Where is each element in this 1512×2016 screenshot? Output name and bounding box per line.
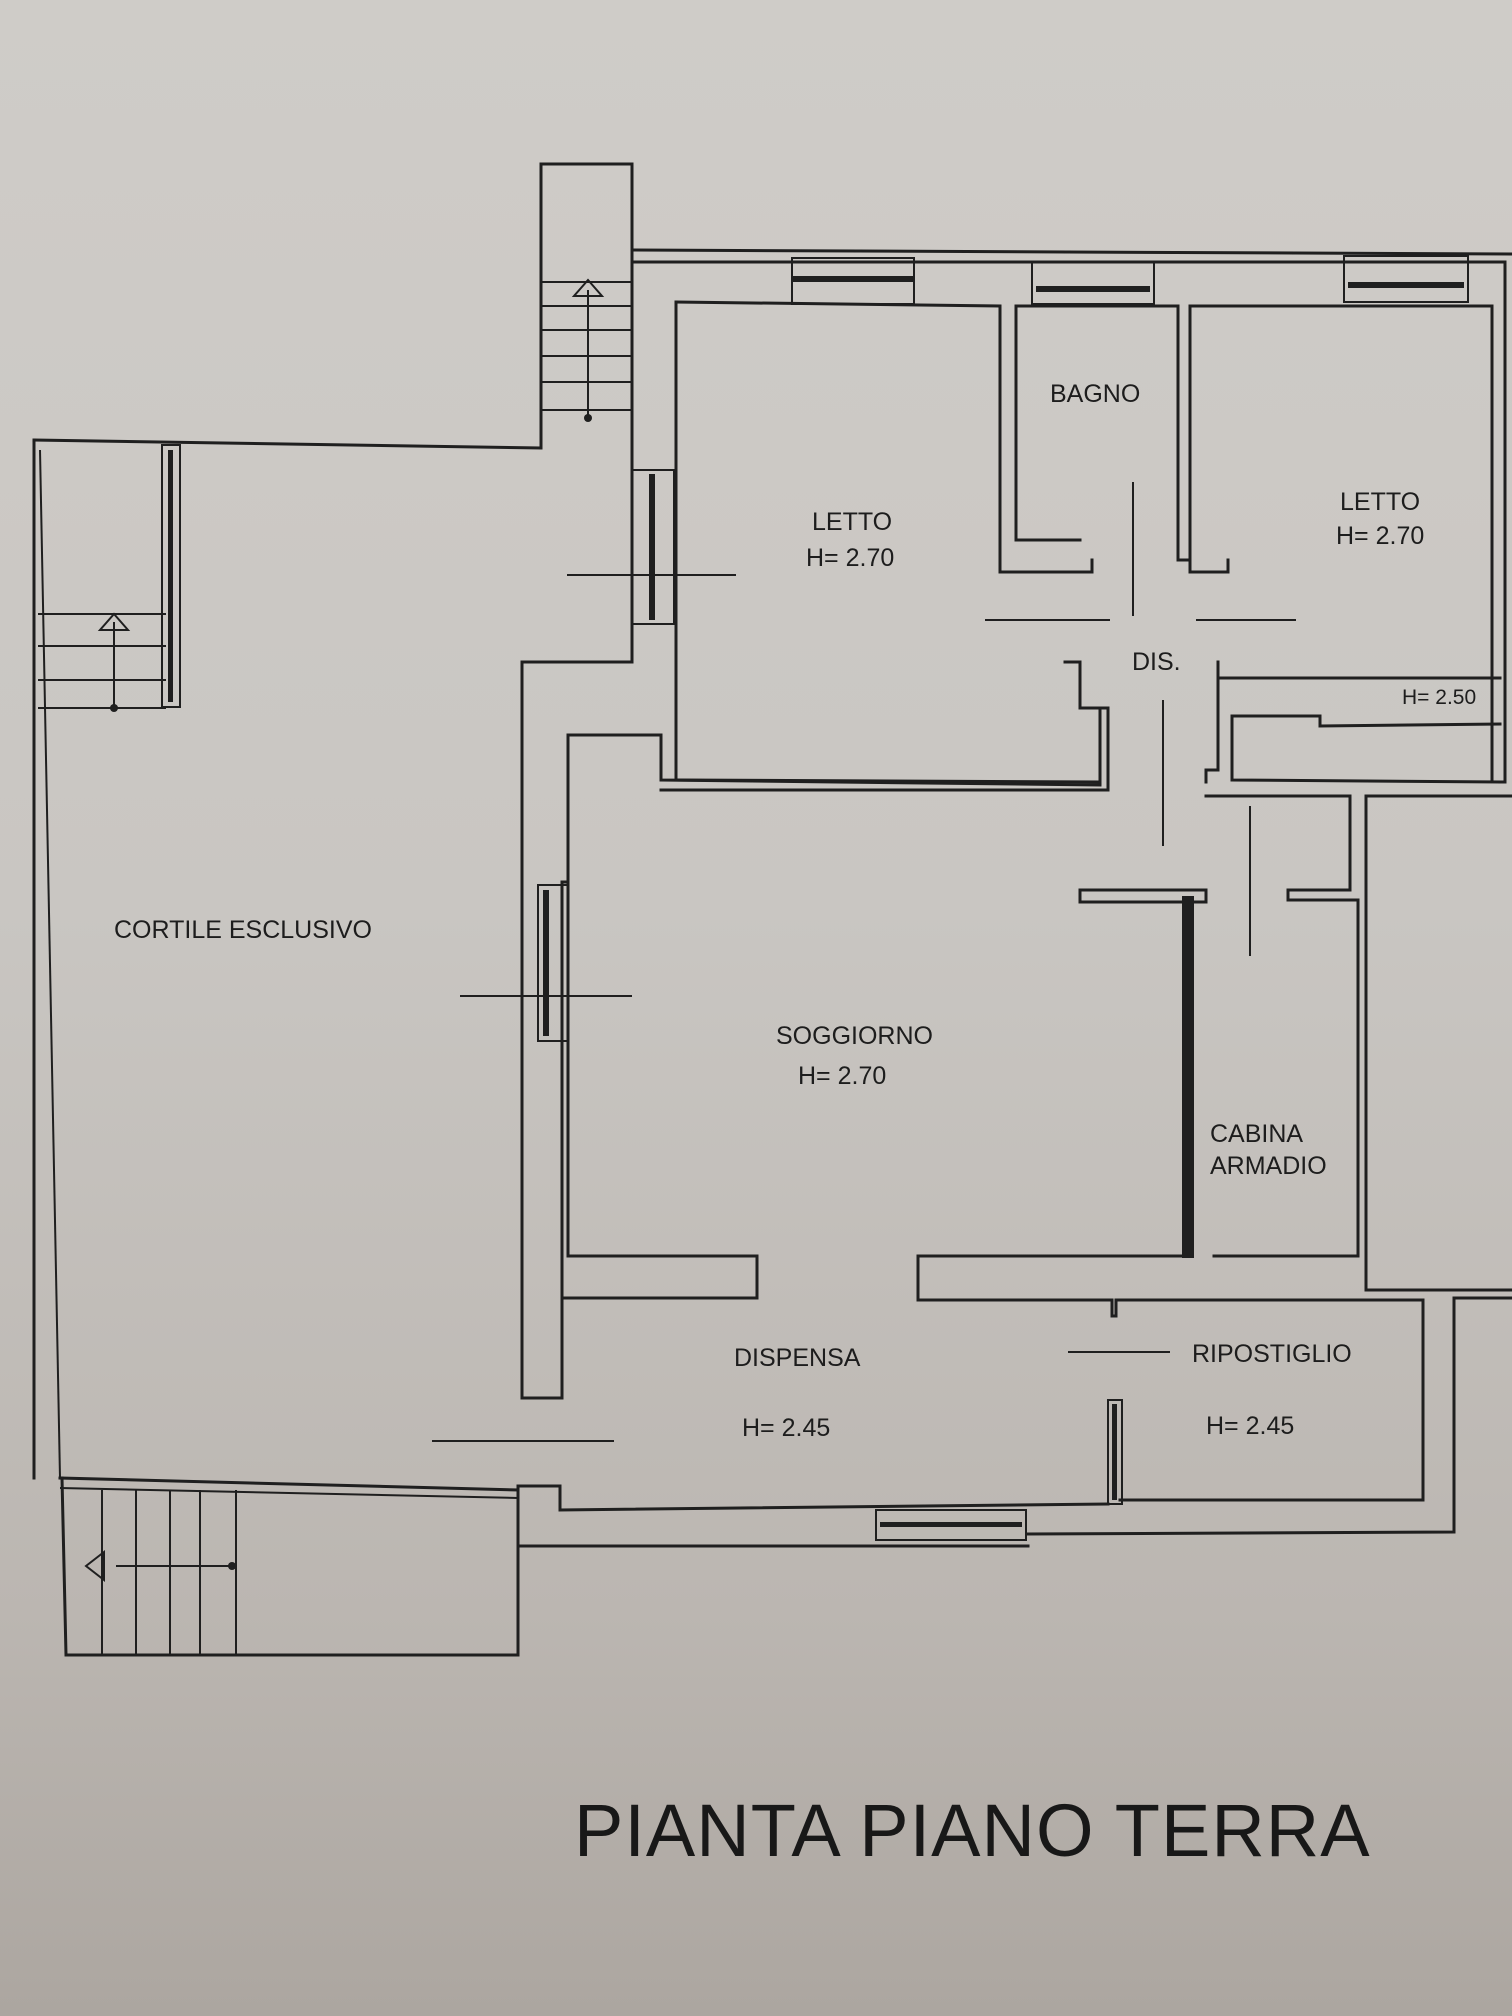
window-icon (1343, 255, 1469, 303)
stairs-arrow-icon (84, 1549, 105, 1583)
height-soggiorno: H= 2.70 (798, 1062, 886, 1090)
stairs-top (541, 278, 632, 422)
label-letto-left: LETTO (812, 508, 892, 536)
label-bagno: BAGNO (1050, 380, 1140, 408)
label-cortile: CORTILE ESCLUSIVO (114, 916, 372, 944)
label-cabina-line1: CABINA (1210, 1120, 1303, 1148)
height-letto-right: H= 2.70 (1336, 522, 1424, 550)
window-icon (1031, 261, 1155, 305)
label-letto-right: LETTO (1340, 488, 1420, 516)
drawing-title: PIANTA PIANO TERRA (574, 1789, 1371, 1872)
partitions (432, 482, 1296, 1442)
label-ripostiglio: RIPOSTIGLIO (1192, 1340, 1352, 1368)
height-letto-left: H= 2.70 (806, 544, 894, 572)
label-soggiorno: SOGGIORNO (776, 1022, 933, 1050)
stairs-bottom (84, 1490, 237, 1655)
height-closet-strip: H= 2.50 (1402, 686, 1476, 709)
window-icon (161, 444, 181, 708)
stairs-arrow-icon (571, 278, 605, 297)
label-dispensa: DISPENSA (734, 1344, 861, 1372)
windows (161, 255, 1469, 1541)
window-icon (631, 469, 675, 625)
height-dispensa: H= 2.45 (742, 1414, 830, 1442)
walls (32, 162, 1512, 1657)
window-icon (537, 884, 569, 1042)
label-dis: DIS. (1132, 648, 1181, 676)
window-icon (875, 1509, 1027, 1541)
room-labels: CORTILE ESCLUSIVO LETTO H= 2.70 BAGNO LE… (114, 380, 1476, 1442)
window-icon (791, 257, 915, 305)
height-ripostiglio: H= 2.45 (1206, 1412, 1294, 1440)
label-cabina-line2: ARMADIO (1210, 1152, 1327, 1180)
window-icon (1107, 1399, 1123, 1505)
stairs-left (38, 612, 166, 712)
stairs-arrow-icon (97, 612, 131, 631)
